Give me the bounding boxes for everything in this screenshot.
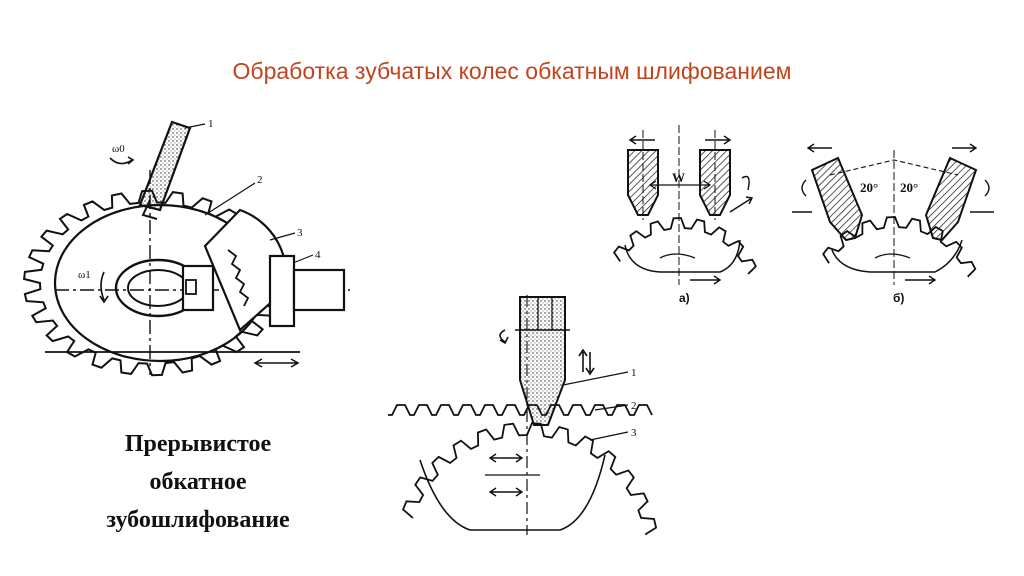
- shaft: [292, 268, 346, 312]
- figure-b-curve-arrow-icon: [874, 253, 911, 259]
- bottom-leader-1: [562, 371, 629, 386]
- left-gear-figure: [23, 120, 350, 377]
- rotation-arrowhead-icon: [499, 336, 509, 345]
- figure-a-gear-body: [624, 239, 741, 273]
- figure-b: [792, 143, 994, 285]
- omega1-arrowhead-icon: [99, 295, 109, 304]
- rack-profile: [388, 404, 653, 416]
- figure-b-rotation-right-icon: [984, 179, 990, 197]
- figure-a-curve-arrow-icon: [659, 253, 696, 259]
- feed-arrow-right-icon: [290, 358, 300, 368]
- figure-b-wheel-left: [810, 156, 864, 242]
- stroke-arrows-icon: [578, 348, 595, 376]
- omega0-arrowhead-icon: [127, 156, 135, 165]
- clamp-key: [185, 279, 197, 295]
- clamp-block: [181, 264, 215, 312]
- bottom-leader-3: [589, 431, 629, 441]
- bottom-label-1: 1: [631, 367, 637, 379]
- index-segment-teeth: [227, 249, 250, 307]
- left-label-omega0: ω0: [112, 143, 125, 155]
- left-label-omega1: ω1: [78, 269, 91, 281]
- shaft-flange: [268, 254, 296, 328]
- bottom-leader-2: [594, 404, 629, 411]
- rotation-arrow-icon: [499, 329, 506, 343]
- figure-b-wheel-right: [924, 156, 978, 242]
- omega1-arrow-icon: [100, 271, 105, 301]
- grinding-wheel: [138, 120, 192, 212]
- caption-line-2: обкатное: [149, 469, 247, 495]
- figure-a-bottom-arrow-icon: [690, 275, 722, 285]
- left-label-4: 4: [315, 249, 321, 261]
- bottom-figure: [388, 295, 658, 536]
- figure-a: [612, 125, 757, 285]
- figure-a-top-arrows-icon: [628, 135, 732, 145]
- leader-2: [204, 182, 256, 216]
- figure-a-rotation-icon: [741, 175, 750, 191]
- grinding-wheel-edge: [141, 199, 158, 220]
- figure-b-angle-right: 20°: [900, 180, 918, 195]
- left-label-1: 1: [208, 118, 214, 130]
- bottom-gear-body: [419, 454, 606, 531]
- caption-line-3: зубошлифование: [106, 507, 290, 533]
- figure-b-angle-left: 20°: [860, 180, 878, 195]
- figure-a-wheel-left: [627, 149, 659, 216]
- figure-a-gear: [612, 217, 757, 275]
- feed-arrow-left-icon: [253, 358, 263, 368]
- figure-b-bottom-arrow-icon: [905, 275, 937, 285]
- left-label-2: 2: [257, 174, 263, 186]
- caption-line-1: Прерывистое: [124, 431, 272, 457]
- figure-a-wheel-right: [699, 149, 731, 216]
- figure-b-rotation-left-icon: [801, 179, 807, 197]
- leader-3: [269, 232, 296, 241]
- slide-title: Обработка зубчатых колес обкатным шлифов…: [232, 58, 792, 84]
- omega0-arrow-icon: [109, 157, 133, 165]
- caption: Прерывистое обкатное зубошлифование: [58, 425, 338, 539]
- figure-b-gear-body: [831, 239, 963, 273]
- figure-b-top-arrows-icon: [806, 143, 978, 153]
- bottom-arrow-lower-icon: [488, 487, 524, 497]
- leader-1: [184, 123, 206, 129]
- left-gear-bore: [127, 269, 189, 307]
- bottom-label-2: 2: [631, 400, 637, 412]
- figure-a-diag-arrow-icon: [729, 196, 754, 213]
- figure-a-w-label: W: [672, 170, 685, 185]
- figure-b-gear: [822, 216, 977, 278]
- bottom-arrow-upper-icon: [488, 453, 524, 463]
- bottom-grinding-wheel: [519, 296, 566, 426]
- figure-a-sublabel: а): [679, 291, 690, 305]
- bottom-gear-outline: [402, 422, 658, 536]
- figure-a-w-dimension: [648, 180, 712, 190]
- figure-b-sublabel: б): [893, 291, 904, 305]
- bottom-label-3: 3: [631, 427, 637, 439]
- leader-4: [292, 254, 314, 264]
- left-label-3: 3: [297, 227, 303, 239]
- figure-b-angle-lines: [829, 159, 959, 176]
